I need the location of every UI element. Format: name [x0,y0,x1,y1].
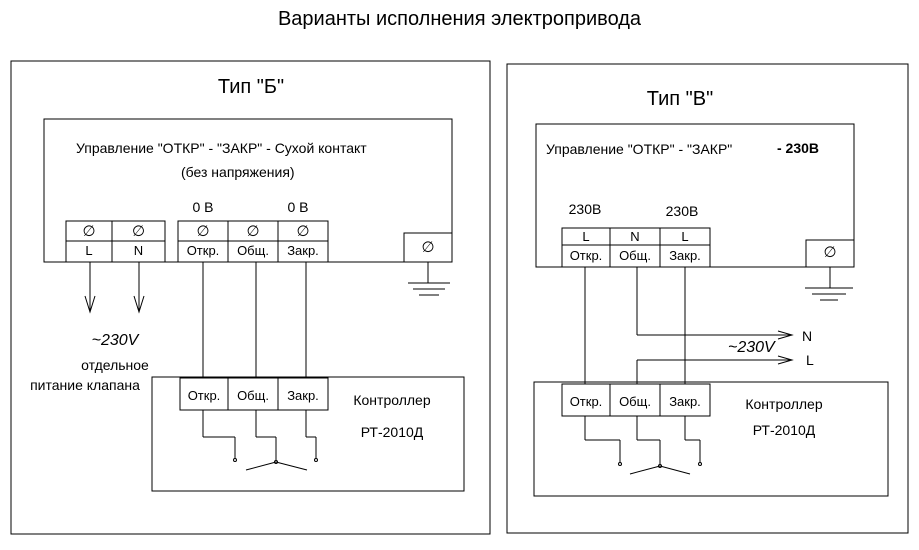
panel-b-controller-box [151,376,465,492]
diagram-title: Варианты исполнения электропривода [277,8,642,30]
panel-b-terminal-open: Откр. [186,243,220,258]
panel-v-terminal-close: Закр. [669,248,701,263]
panel-b-zero-v-left: 0 В [192,199,214,215]
panel-b-controller-terminal-close: Закр. [287,388,319,403]
panel-v-frame [506,63,909,534]
panel-b-terminal-common: Общ. [237,243,269,258]
panel-b-controller-model: РТ-2010Д [360,424,424,440]
panel-v-supply-voltage: ~230V [728,339,775,356]
panel-v-controller-terminal-close: Закр. [669,394,701,409]
panel-v-terminal-common: Общ. [619,248,651,263]
panel-v-controller-terminal-open: Откр. [569,394,603,409]
panel-v-l-label: L [806,352,814,368]
terminal-screw-icon: ∅ [131,222,146,240]
terminal-screw-icon: ∅ [196,222,210,240]
panel-v-terminal-top-l: L [582,229,590,244]
ground-screw-icon: ∅ [823,243,837,261]
terminal-screw-icon: ∅ [82,222,96,240]
panel-v-controller-terminal-common: Общ. [619,394,651,409]
panel-b-zero-v-right: 0 В [287,199,309,215]
panel-v-control-line1: Управление "ОТКР" - "ЗАКР" [546,141,733,157]
panel-b-supply-note-line2: питание клапана [30,377,140,393]
panel-v-terminal-top-n: N [630,229,640,244]
terminal-screw-icon: ∅ [246,222,260,240]
panel-b-control-line1: Управление "ОТКР" - "ЗАКР" - Сухой конта… [76,140,367,156]
panel-v-n-label: N [802,328,813,344]
panel-b-heading: Тип "Б" [217,76,285,98]
panel-v-heading: Тип "В" [646,88,714,110]
panel-b-controller-terminal-open: Откр. [187,388,221,403]
ground-screw-icon: ∅ [421,238,435,256]
panel-v-controller-terminal-block [561,383,711,417]
panel-v-controller-label: Контроллер [745,396,823,412]
panel-v-controller-box [533,381,889,497]
panel-v-control-suffix: - 230В [777,140,820,156]
panel-b-terminal-close: Закр. [287,243,319,258]
panel-b-supply-voltage: ~230V [91,332,139,349]
panel-v-voltage-right: 230В [665,203,699,219]
panel-b-supply-note-line1: отдельное [81,357,149,373]
panel-b-controller-terminal-common: Общ. [237,388,269,403]
panel-b-controller-terminal-block [179,377,329,411]
panel-v-terminal-block [561,227,711,268]
panel-v-terminal-top-l2: L [681,229,689,244]
panel-v-controller-model: РТ-2010Д [752,422,816,438]
panel-v-terminal-open: Откр. [569,248,603,263]
panel-b-frame [10,60,491,535]
panel-b-control-line2: (без напряжения) [181,164,295,180]
panel-b-controller-label: Контроллер [353,392,431,408]
panel-b-terminal-n: N [133,243,144,258]
panel-b-terminal-l: L [85,243,93,258]
panel-v-voltage-left: 230В [568,201,602,217]
terminal-screw-icon: ∅ [296,222,310,240]
